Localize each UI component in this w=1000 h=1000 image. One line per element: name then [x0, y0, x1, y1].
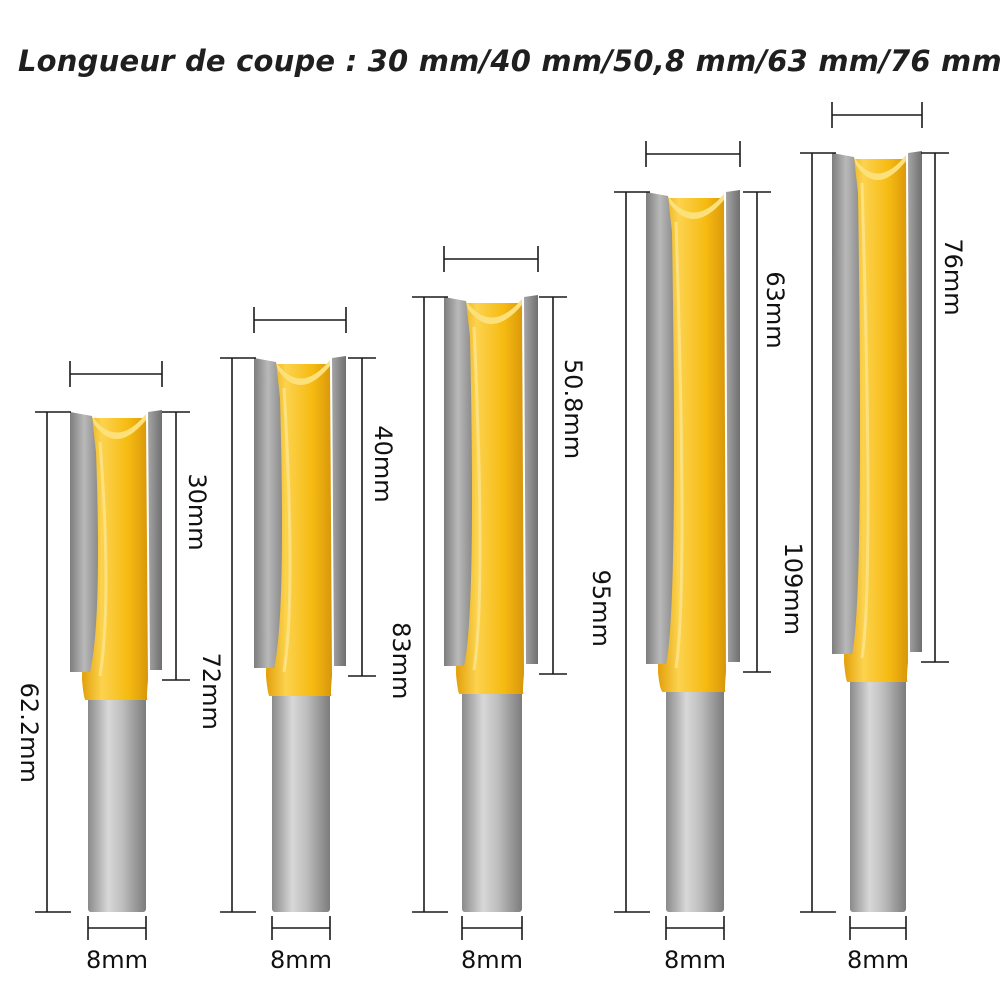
carbide-edge-right: [148, 410, 162, 670]
shank: [666, 676, 724, 912]
total-length-label: 83mm: [387, 622, 415, 699]
shank-diameter-label: 8mm: [86, 946, 148, 974]
flute-highlight: [860, 182, 870, 659]
router-bit: 8mm: [412, 246, 567, 974]
blade-body: [658, 198, 726, 693]
shank-diameter-label: 8mm: [847, 946, 909, 974]
carbide-edge-right: [524, 295, 538, 664]
carbide-edge-right: [726, 190, 740, 662]
cutting-face: [276, 360, 330, 386]
router-bit: 8mm: [35, 361, 190, 974]
carbide-edge-right: [908, 151, 922, 652]
blade-body: [844, 159, 908, 683]
total-length-label: 62.2mm: [15, 683, 43, 783]
router-bit: 8mm: [800, 102, 949, 974]
shank: [272, 680, 330, 912]
total-length-label: 72mm: [197, 653, 225, 730]
carbide-edge-right: [332, 356, 346, 666]
blade-body: [456, 303, 524, 695]
shank-diameter-label: 8mm: [270, 946, 332, 974]
total-length-label: 95mm: [587, 570, 615, 647]
headline: Longueur de coupe : 30 mm/40 mm/50,8 mm/…: [18, 44, 1000, 78]
carbide-edge-left: [254, 358, 282, 668]
shank-diameter-label: 8mm: [461, 946, 523, 974]
flute-highlight: [98, 441, 108, 677]
cutting-face: [466, 299, 522, 325]
router-bit: 8mm: [220, 307, 376, 974]
cutting-length-label: 40mm: [369, 425, 397, 502]
carbide-edge-left: [646, 192, 674, 664]
blade-body: [266, 364, 332, 697]
flute-highlight: [472, 326, 482, 671]
router-bit: 8mm: [614, 141, 771, 974]
flute-highlight: [282, 387, 292, 673]
total-length-label: 109mm: [779, 542, 807, 635]
shank: [462, 678, 522, 912]
cutting-face: [668, 194, 724, 220]
flute-highlight: [674, 221, 684, 669]
carbide-edge-left: [444, 297, 472, 666]
blade-body: [82, 418, 148, 701]
cutting-length-label: 30mm: [183, 473, 211, 550]
shank: [850, 666, 906, 912]
cutting-length-label: 50.8mm: [559, 359, 587, 459]
cutting-face: [92, 414, 146, 440]
shank-diameter-label: 8mm: [664, 946, 726, 974]
shank: [88, 684, 146, 912]
cutting-length-label: 63mm: [761, 271, 789, 348]
carbide-edge-left: [832, 153, 860, 654]
cutting-length-label: 76mm: [939, 238, 967, 315]
cutting-face: [854, 155, 906, 181]
carbide-edge-left: [70, 412, 98, 672]
